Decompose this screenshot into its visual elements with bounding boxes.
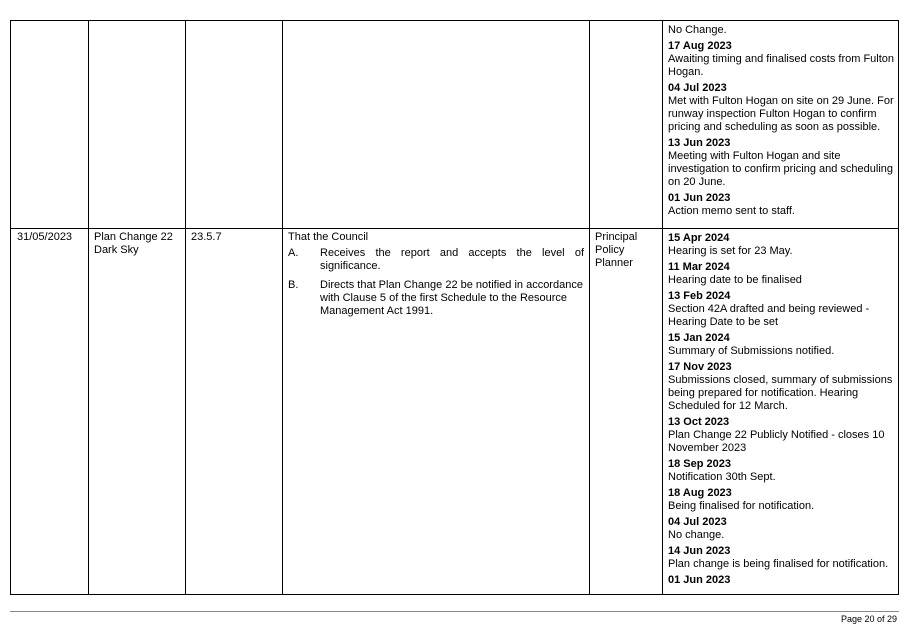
update-entry: 17 Nov 2023 Submissions closed, summary … (668, 361, 896, 413)
subject-cell: Plan Change 22 Dark Sky (94, 231, 182, 257)
update-entry: 15 Jan 2024 Summary of Submissions notif… (668, 332, 896, 358)
update-entry: 04 Jul 2023 No change. (668, 516, 896, 542)
update-entry: 01 Jun 2023 Action memo sent to staff. (668, 192, 894, 218)
row-divider (11, 228, 898, 229)
item-number-cell: 23.5.7 (191, 231, 279, 244)
responsible-officer: Principal Policy Planner (595, 231, 638, 269)
update-text: Awaiting timing and finalised costs from… (668, 53, 895, 78)
resolution-letter: A. (288, 247, 299, 259)
col-divider (185, 21, 186, 594)
update-date: 14 Jun 2023 (668, 545, 731, 557)
update-date: 11 Mar 2024 (668, 261, 730, 273)
update-text: No Change. (668, 24, 727, 36)
col-divider (88, 21, 89, 594)
item-number: 23.5.7 (191, 231, 222, 243)
update-date: 04 Jul 2023 (668, 82, 727, 94)
top-row-updates-cell: No Change. 17 Aug 2023 Awaiting timing a… (668, 24, 894, 221)
update-text: Submissions closed, summary of submissio… (668, 374, 893, 412)
update-entry: 13 Feb 2024 Section 42A drafted and bein… (668, 290, 896, 329)
updates-cell: 15 Apr 2024 Hearing is set for 23 May. 1… (668, 232, 896, 587)
update-entry: 04 Jul 2023 Met with Fulton Hogan on sit… (668, 82, 894, 134)
update-date: 13 Feb 2024 (668, 290, 731, 302)
update-text: Action memo sent to staff. (668, 205, 795, 217)
update-entry: 01 Jun 2023 (668, 574, 896, 587)
update-text: Hearing is set for 23 May. (668, 245, 793, 257)
update-entry: 13 Oct 2023 Plan Change 22 Publicly Noti… (668, 416, 896, 455)
update-date: 17 Nov 2023 (668, 361, 732, 373)
actions-table: No Change. 17 Aug 2023 Awaiting timing a… (10, 20, 899, 595)
update-entry: 14 Jun 2023 Plan change is being finalis… (668, 545, 896, 571)
update-text: Notification 30th Sept. (668, 471, 776, 483)
update-text: Plan Change 22 Publicly Notified - close… (668, 429, 885, 454)
update-text: Section 42A drafted and being reviewed -… (668, 303, 870, 328)
update-date: 01 Jun 2023 (668, 574, 731, 586)
update-date: 18 Aug 2023 (668, 487, 732, 499)
update-text: Plan change is being finalised for notif… (668, 558, 889, 570)
resolution-text: Directs that Plan Change 22 be notified … (320, 279, 583, 317)
update-date: 15 Apr 2024 (668, 232, 730, 244)
update-entry: 18 Sep 2023 Notification 30th Sept. (668, 458, 896, 484)
col-divider (589, 21, 590, 594)
resolution-letter: B. (288, 279, 299, 291)
update-date: 13 Oct 2023 (668, 416, 730, 428)
update-entry: 13 Jun 2023 Meeting with Fulton Hogan an… (668, 137, 894, 189)
resolution-cell: That the Council A. Receives the report … (288, 231, 584, 318)
update-text: Being finalised for notification. (668, 500, 815, 512)
update-entry: 11 Mar 2024 Hearing date to be finalised (668, 261, 896, 287)
officer-cell: Principal Policy Planner (595, 231, 657, 270)
update-date: 13 Jun 2023 (668, 137, 731, 149)
update-date: 17 Aug 2023 (668, 40, 732, 52)
col-divider (662, 21, 663, 594)
update-text: Meeting with Fulton Hogan and site inves… (668, 150, 894, 188)
update-date: 18 Sep 2023 (668, 458, 731, 470)
subject: Plan Change 22 Dark Sky (94, 231, 173, 256)
update-date: 04 Jul 2023 (668, 516, 727, 528)
update-text: Summary of Submissions notified. (668, 345, 835, 357)
update-entry: 15 Apr 2024 Hearing is set for 23 May. (668, 232, 896, 258)
resolution-text: Receives the report and accepts the leve… (320, 247, 584, 272)
update-entry: No Change. (668, 24, 894, 37)
update-date: 01 Jun 2023 (668, 192, 731, 204)
page-number: Page 20 of 29 (840, 614, 897, 624)
update-date: 15 Jan 2024 (668, 332, 730, 344)
resolution-item: A. Receives the report and accepts the l… (288, 247, 584, 273)
update-text: Met with Fulton Hogan on site on 29 June… (668, 95, 894, 133)
resolution-item: B. Directs that Plan Change 22 be notifi… (288, 279, 584, 318)
meeting-date-cell: 31/05/2023 (17, 231, 83, 244)
resolution-intro: That the Council (288, 231, 369, 243)
update-text: Hearing date to be finalised (668, 274, 802, 286)
update-entry: 18 Aug 2023 Being finalised for notifica… (668, 487, 896, 513)
update-text: No change. (668, 529, 725, 541)
update-entry: 17 Aug 2023 Awaiting timing and finalise… (668, 40, 894, 79)
meeting-date: 31/05/2023 (17, 231, 73, 243)
col-divider (282, 21, 283, 594)
footer-divider (10, 611, 899, 612)
